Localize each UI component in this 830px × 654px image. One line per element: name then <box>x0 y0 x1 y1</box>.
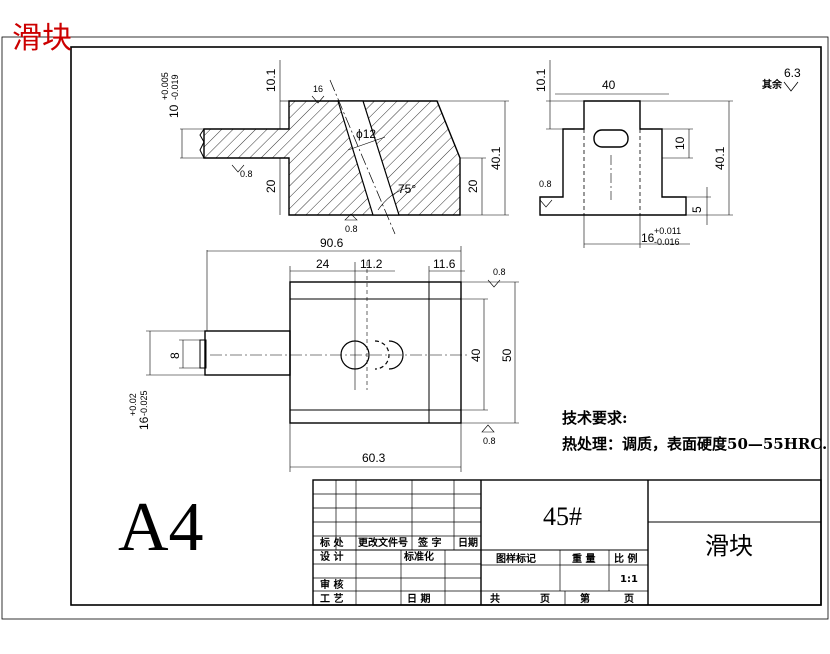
side-view: 40 10.1 10 40.1 5 16 +0.011 -0.016 0.8 <box>534 60 733 248</box>
dim-side-40: 40 <box>602 78 616 92</box>
tb-scale: 1:1 <box>620 574 638 585</box>
tb-standardize: 标准化 <box>403 550 434 563</box>
front-break-line <box>199 128 205 159</box>
tb-material: 45# <box>543 502 582 531</box>
tb-process: 工 艺 <box>320 592 343 605</box>
dim-front-20-right: 20 <box>466 179 480 193</box>
tb-stage-mark: 图样标记 <box>496 552 536 565</box>
dim-front-10-1: 10.1 <box>264 68 278 92</box>
tb-mark: 标 处 <box>319 536 344 549</box>
dim-front-10-tol-up: +0.005 <box>160 72 170 100</box>
dim-front-20-left: 20 <box>264 179 278 193</box>
corner-title: 滑块 <box>12 21 72 56</box>
dim-top-40: 40 <box>469 348 483 362</box>
dim-side-5: 5 <box>690 206 704 213</box>
top-stem <box>204 330 291 376</box>
roughness-front-b: 0.8 <box>345 224 358 234</box>
roughness-front-a: 0.8 <box>240 169 253 179</box>
roughness-side: 0.8 <box>539 179 552 189</box>
side-slot <box>593 129 629 148</box>
tb-ratio: 比 例 <box>614 552 637 565</box>
dim-top-90-6: 90.6 <box>320 236 344 250</box>
dim-side-16-tol-lo: -0.016 <box>654 237 680 247</box>
dim-side-16: 16 <box>641 231 655 245</box>
roughness-other-value: 6.3 <box>784 66 801 80</box>
title-block: 标 处 设 计 更改文件号 签 字 日期 标准化 审 核 工 艺 日 期 45#… <box>312 479 822 606</box>
dim-front-40-1: 40.1 <box>489 146 503 170</box>
front-section-view: 10.1 10 +0.005 -0.019 20 20 40.1 ϕ12 75°… <box>160 60 509 235</box>
sheet-size-label: A4 <box>118 489 204 566</box>
roughness-top-a: 0.8 <box>493 267 506 277</box>
tech-req-title: 技术要求: <box>562 409 628 427</box>
tb-signature: 签 字 <box>417 536 441 549</box>
outer-frame <box>1 36 829 620</box>
roughness-front-top: 16 <box>313 84 323 94</box>
dim-top-50: 50 <box>500 348 514 362</box>
dim-top-16: 16 <box>137 416 151 430</box>
dim-top-16-tol-lo: -0.025 <box>139 390 149 416</box>
dim-side-16-tol-up: +0.011 <box>654 226 681 236</box>
dim-top-11-6: 11.6 <box>433 257 456 271</box>
roughness-symbol <box>231 164 245 173</box>
dim-front-phi12: ϕ12 <box>356 127 376 141</box>
hole-centerline <box>329 79 396 235</box>
inclined-hole <box>337 100 400 216</box>
tb-weight: 重 量 <box>572 552 595 565</box>
tb-part-name: 滑块 <box>705 532 753 560</box>
dim-top-11-2: 11.2 <box>360 257 383 271</box>
dim-side-40-1: 40.1 <box>713 146 727 170</box>
roughness-other-label: 其余 <box>762 78 783 91</box>
top-main-body <box>289 281 462 424</box>
tb-design: 设 计 <box>320 550 343 563</box>
tb-revision-doc: 更改文件号 <box>358 536 408 549</box>
roughness-symbol <box>344 213 358 221</box>
tb-page: 页 <box>540 593 550 605</box>
tech-req-line: 热处理：调质，表面硬度50—55HRC. <box>562 435 827 453</box>
dim-top-60-3: 60.3 <box>362 451 386 465</box>
dim-front-10-tol-lo: -0.019 <box>170 74 180 100</box>
dim-top-8: 8 <box>168 352 182 359</box>
tb-date2: 日 期 <box>407 592 430 605</box>
tb-date: 日期 <box>458 536 478 549</box>
front-section-body <box>203 100 461 216</box>
dim-front-10: 10 <box>167 104 181 118</box>
dim-side-10: 10 <box>673 136 687 150</box>
tb-review: 审 核 <box>320 578 343 591</box>
dim-side-10-1: 10.1 <box>534 68 548 92</box>
tb-no: 第 <box>580 592 590 605</box>
dim-top-24: 24 <box>316 257 330 271</box>
roughness-symbol <box>783 81 799 92</box>
tb-total: 共 <box>490 592 500 605</box>
dim-top-16-tol-up: +0.02 <box>128 393 138 416</box>
roughness-top-b: 0.8 <box>483 436 496 446</box>
tb-page2: 页 <box>624 593 634 605</box>
dim-front-75: 75° <box>398 182 416 196</box>
top-view: 90.6 24 11.2 11.6 0.8 0.8 8 16 +0.02 -0.… <box>128 236 519 472</box>
